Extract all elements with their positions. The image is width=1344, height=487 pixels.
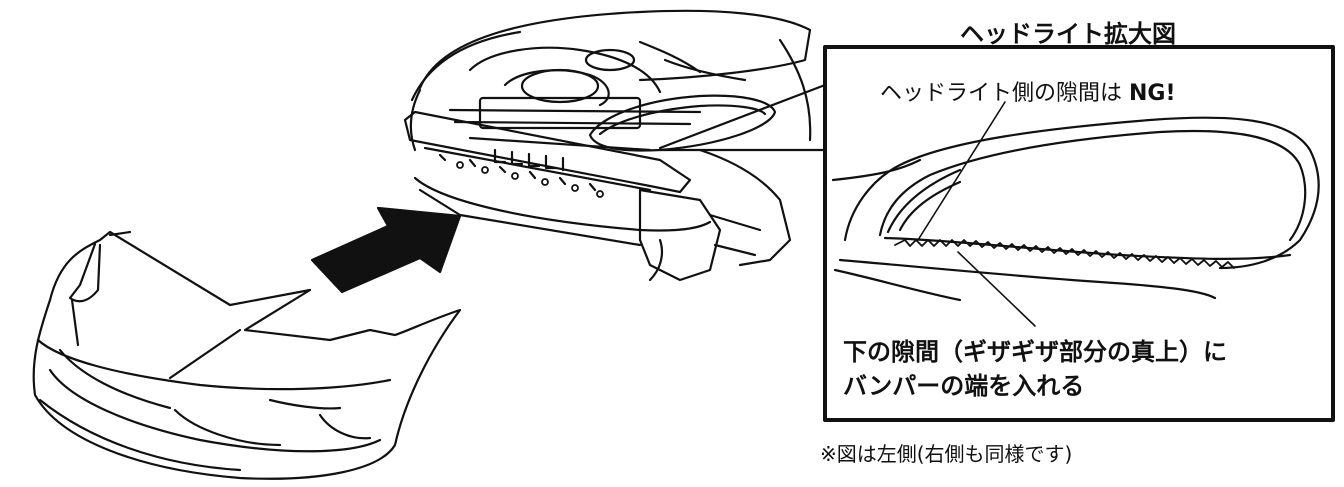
zoomed-headlight-illustration	[831, 116, 1320, 302]
instruction-line-2: バンパーの端を入れる	[843, 372, 1085, 400]
footnote: ※図は左側(右側も同様です)	[820, 442, 1073, 466]
instruction-leader-line	[957, 251, 1036, 327]
insert-direction-arrow	[310, 206, 462, 294]
zoom-connector	[658, 83, 827, 152]
ng-leader-line	[917, 101, 1006, 241]
instruction-line-1: 下の隙間（ギザギザ部分の真上）に	[843, 338, 1227, 366]
ng-callout: ヘッドライト側の隙間は NG!	[880, 75, 1176, 107]
zoom-title: ヘッドライト拡大図	[960, 20, 1176, 48]
ng-callout-text: ヘッドライト側の隙間は	[880, 81, 1129, 106]
zoom-frame	[823, 45, 1335, 422]
ng-callout-emphasis: NG!	[1129, 81, 1176, 106]
car-front-illustration	[403, 9, 812, 282]
front-bumper-illustration	[32, 230, 462, 480]
